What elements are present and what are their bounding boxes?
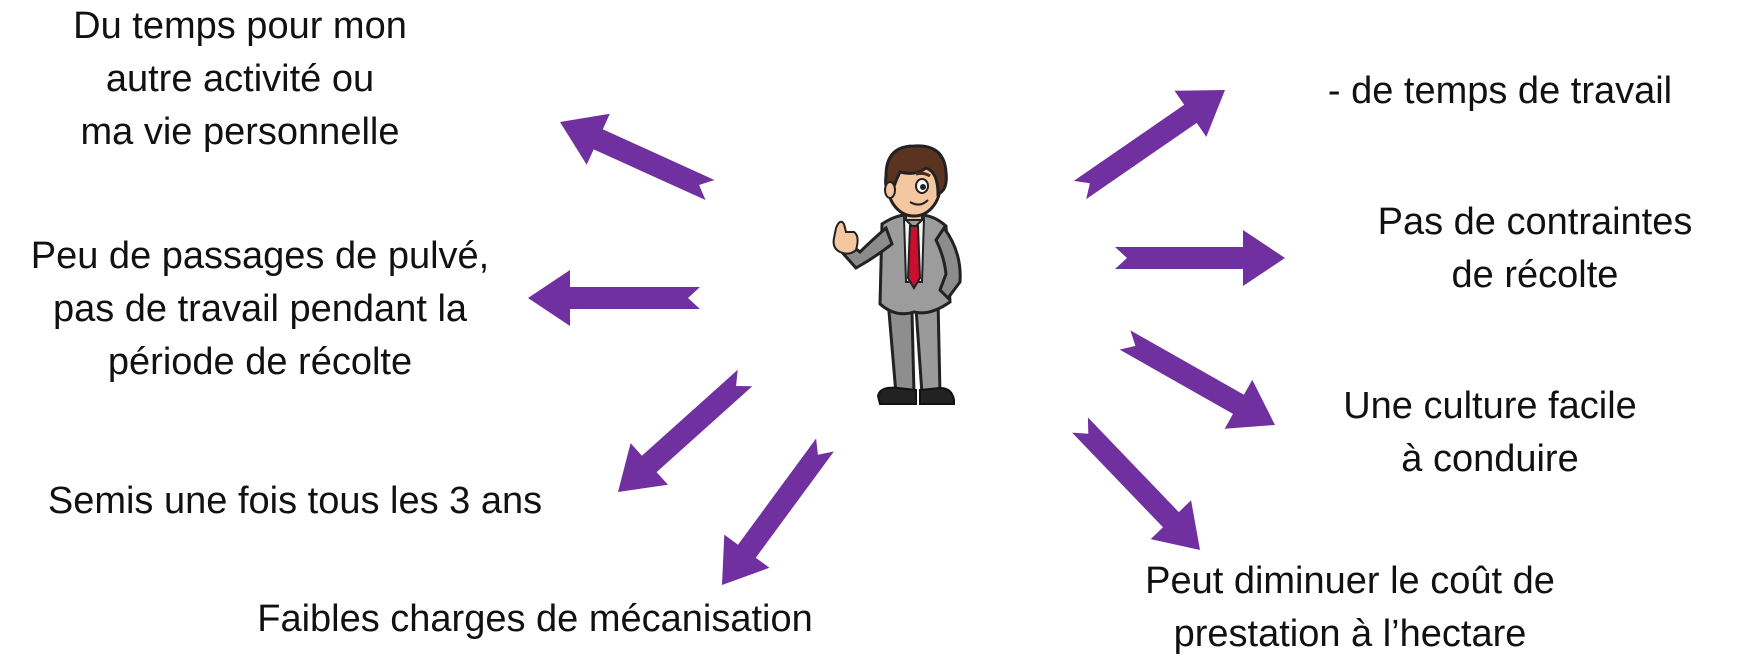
benefit-text-line: ma vie personnelle	[80, 111, 400, 153]
arrow-to-bottom-right	[1072, 417, 1200, 550]
arrow-to-top-left	[560, 113, 715, 200]
benefit-low-left: Semis une fois tous les 3 ans	[10, 475, 580, 528]
benefit-text-line: à conduire	[1401, 438, 1579, 480]
benefit-text-line: pas de travail pendant la	[52, 288, 468, 330]
benefit-low-right: Une culture facile à conduire	[1320, 380, 1660, 486]
businessman-figure	[832, 144, 962, 405]
arrow-to-mid-right	[1115, 230, 1285, 286]
benefit-text-line: Faibles charges de mécanisation	[257, 598, 813, 640]
benefit-text-line: Pas de contraintes	[1377, 201, 1693, 243]
benefit-text-line: Du temps pour mon	[73, 5, 407, 47]
benefit-mid-right: Pas de contraintes de récolte	[1350, 196, 1720, 302]
benefit-text-line: Peut diminuer le coût de	[1145, 560, 1555, 602]
benefit-text-line: Une culture facile	[1343, 385, 1637, 427]
benefit-mid-left: Peu de passages de pulvé, pas de travail…	[0, 230, 520, 389]
arrow-to-mid-left	[528, 270, 700, 326]
benefit-text-line: autre activité ou	[105, 58, 375, 100]
benefit-text-line: période de récolte	[107, 341, 413, 383]
benefit-text-line: Peu de passages de pulvé,	[30, 235, 490, 277]
benefit-text-line: prestation à l’hectare	[1173, 613, 1527, 655]
benefit-text-line: - de temps de travail	[1327, 70, 1673, 112]
benefit-top-left: Du temps pour mon autre activité ou ma v…	[40, 0, 440, 159]
arrow-to-top-right	[1073, 90, 1225, 200]
benefit-bottom-right: Peut diminuer le coût de prestation à l’…	[1110, 555, 1590, 659]
arrow-to-low-right	[1119, 330, 1275, 429]
benefit-text-line: de récolte	[1451, 254, 1619, 296]
arrow-to-low-left	[618, 369, 753, 492]
benefit-top-right: - de temps de travail	[1290, 65, 1710, 118]
benefit-text-line: Semis une fois tous les 3 ans	[47, 480, 543, 522]
benefit-bottom-left: Faibles charges de mécanisation	[210, 593, 860, 646]
arrow-to-bottom-left	[722, 438, 834, 585]
